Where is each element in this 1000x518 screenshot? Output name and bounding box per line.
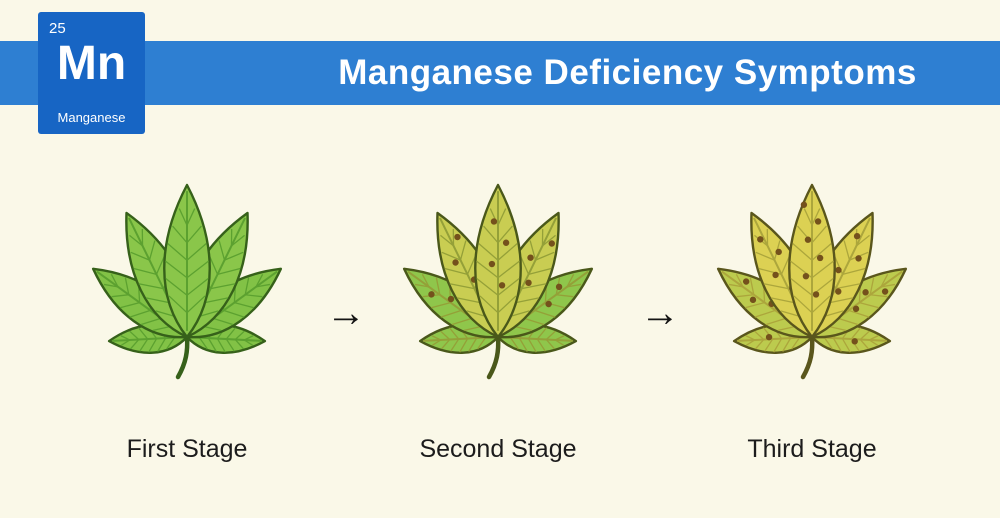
- cannabis-leaf-stage2-icon: [402, 183, 594, 380]
- page-title: Manganese Deficiency Symptoms: [338, 53, 917, 92]
- element-name: Manganese: [57, 110, 126, 125]
- stage-label-second: Second Stage: [419, 435, 577, 463]
- arrow-right-icon: →: [640, 291, 680, 335]
- element-tile: 25 Mn Manganese: [38, 12, 145, 134]
- element-symbol: Mn: [56, 37, 127, 90]
- stage-label-third: Third Stage: [747, 435, 877, 463]
- atomic-number: 25: [49, 20, 66, 37]
- cannabis-leaf-stage1-icon: [91, 183, 283, 380]
- cannabis-leaf-stage3-icon: [716, 183, 908, 380]
- stage-label-first: First Stage: [126, 435, 248, 463]
- title-banner: Manganese Deficiency Symptoms: [0, 41, 1000, 105]
- arrow-right-icon: →: [326, 291, 366, 335]
